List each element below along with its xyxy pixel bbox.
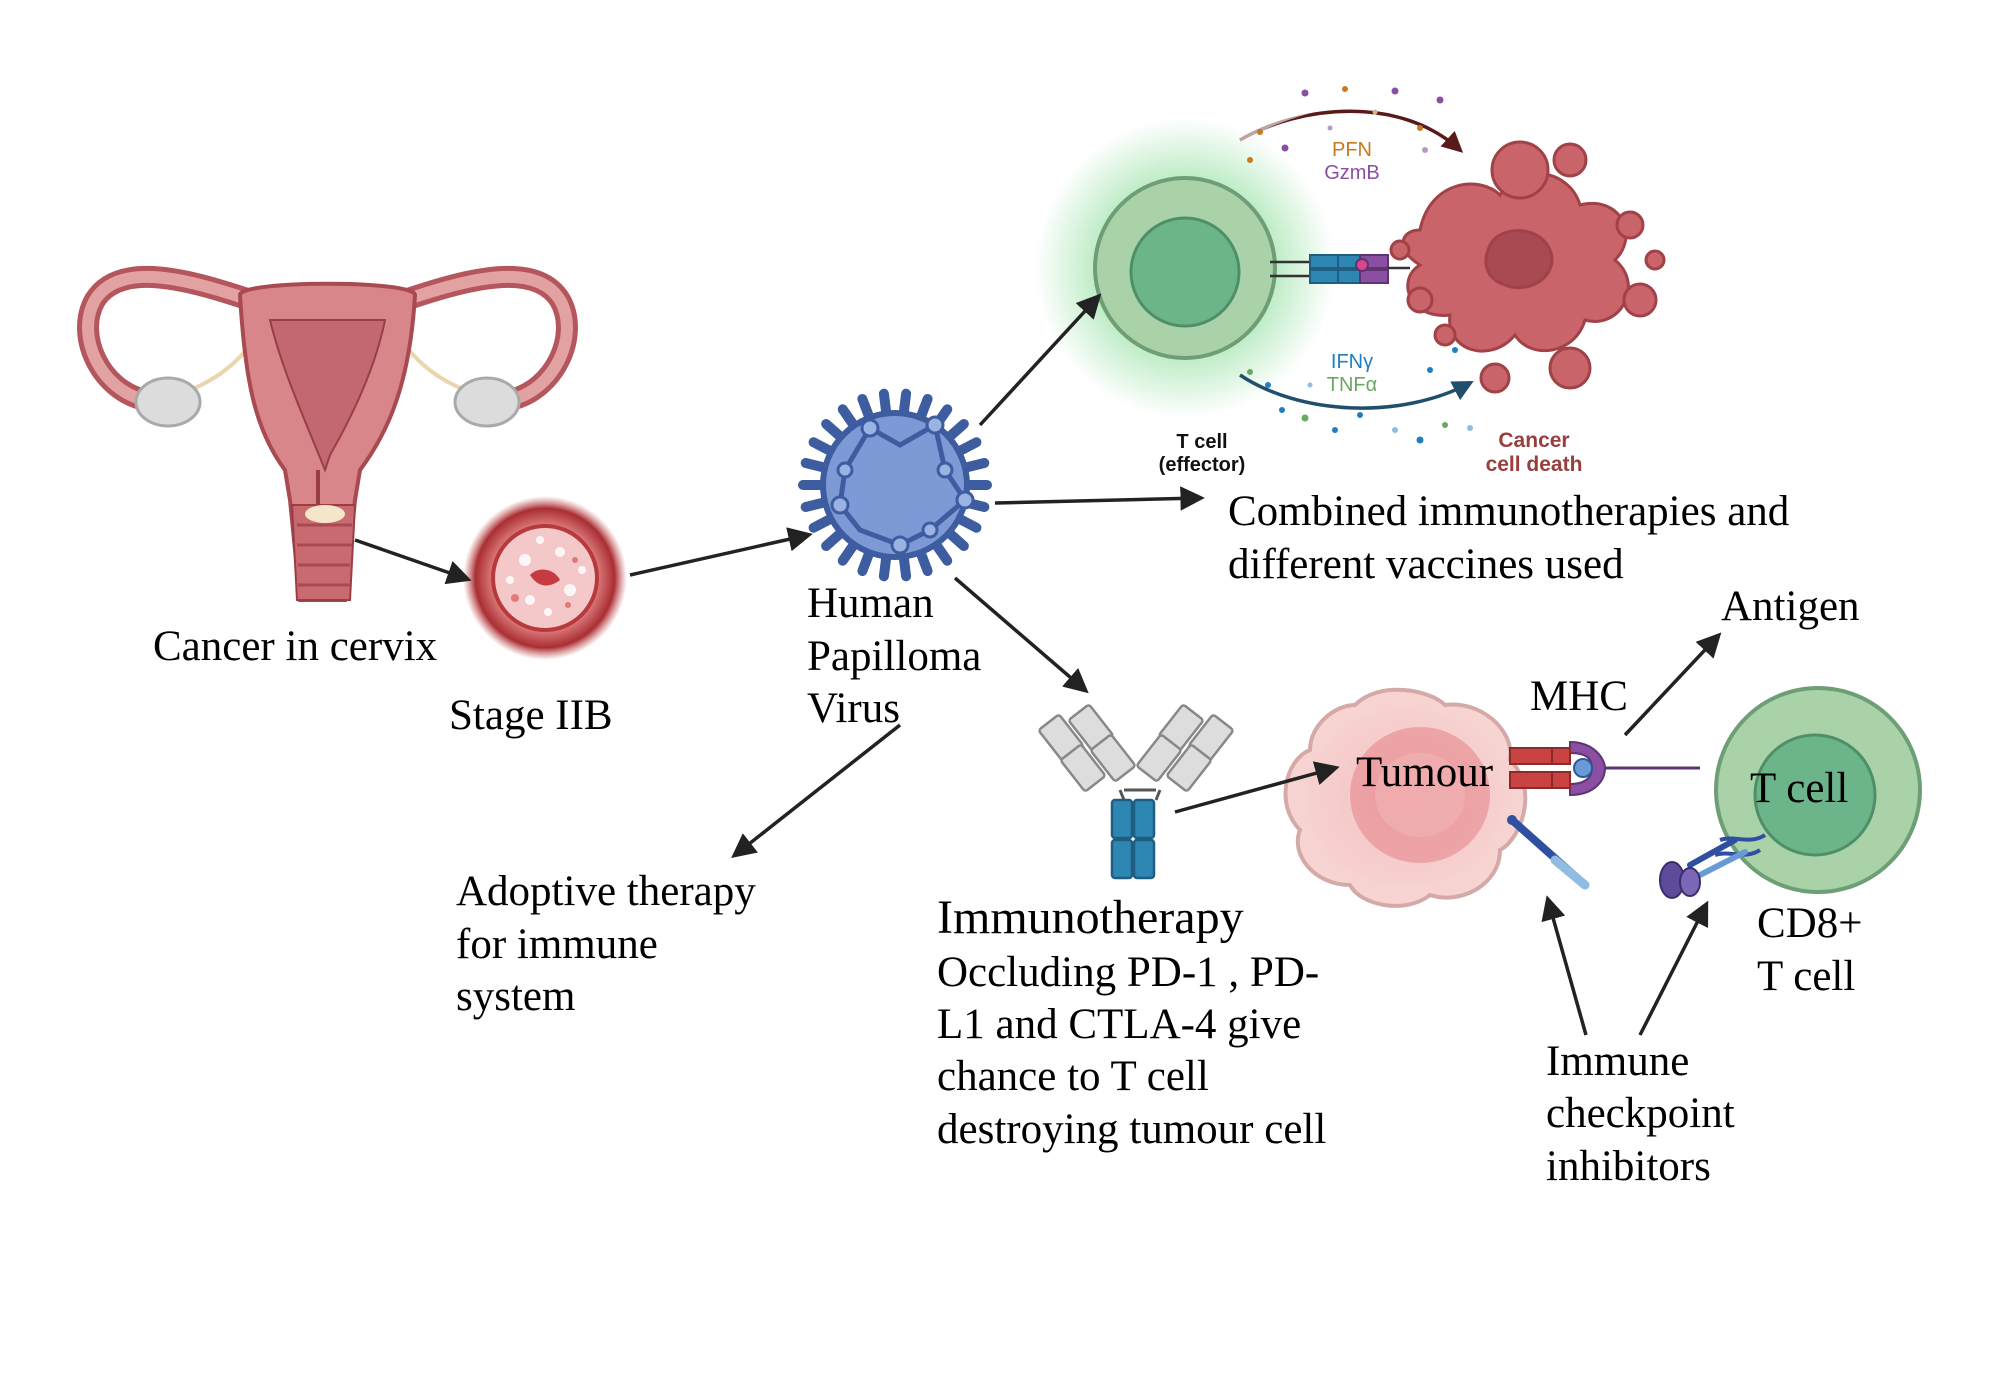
label-cancer-cell-death: Cancer cell death: [1486, 429, 1583, 476]
label-immunotherapy-line-4: destroying tumour cell: [937, 1106, 1326, 1153]
label-cancer-cell-death-line-2: cell death: [1486, 453, 1583, 476]
label-virus: Human Papilloma Virus: [807, 580, 981, 732]
effector-t-cell: [1035, 118, 1335, 418]
label-immunotherapy-line-2: L1 and CTLA-4 give: [937, 1001, 1301, 1048]
label-checkpoint-line-1: Immune: [1546, 1038, 1689, 1085]
label-virus-line-3: Virus: [807, 685, 900, 732]
label-cancer-cell-death-line-1: Cancer: [1498, 429, 1569, 452]
label-adoptive-line-3: system: [456, 973, 575, 1020]
label-virus-line-2: Papilloma: [807, 633, 981, 680]
label-combined-line-1: Combined immunotherapies and: [1228, 488, 1789, 535]
mhc-tcr-complex: [1509, 740, 1700, 797]
label-combined-line-2: different vaccines used: [1228, 541, 1624, 588]
label-adoptive-line-1: Adoptive therapy: [456, 868, 756, 915]
label-t-cell-effector-line-1: T cell: [1176, 431, 1227, 453]
uterus-illustration: [77, 265, 578, 602]
label-virus-line-1: Human: [807, 580, 934, 627]
granule-dots-top: [1247, 86, 1444, 163]
label-cd8-line-2: T cell: [1757, 953, 1855, 1000]
hpv-virus-illustration: [798, 388, 992, 582]
label-checkpoint-line-2: checkpoint: [1546, 1090, 1735, 1137]
label-immunotherapy-line-3: chance to T cell: [937, 1053, 1209, 1100]
flow-arrows: [354, 293, 1722, 1036]
label-adoptive-therapy: Adoptive therapy for immune system: [456, 868, 756, 1020]
label-tnfa: TNFα: [1327, 374, 1377, 396]
antibody-illustration: [1038, 704, 1234, 880]
checkpoint-inhibitor-left: [1507, 815, 1590, 890]
label-cancer-in-cervix: Cancer in cervix: [153, 623, 437, 670]
label-cd8-t-cell: CD8+ T cell: [1757, 900, 1862, 1000]
checkpoint-inhibitor-right: [1659, 833, 1767, 899]
label-adoptive-line-2: for immune: [456, 921, 658, 968]
label-pfn: PFN: [1332, 139, 1372, 161]
label-checkpoint-line-3: inhibitors: [1546, 1143, 1711, 1190]
label-immunotherapy-line-1: Occluding PD-1 , PD-: [937, 949, 1319, 996]
label-gzmb: GzmB: [1324, 162, 1380, 184]
cervical-lesion-illustration: [463, 496, 627, 660]
label-antigen: Antigen: [1721, 583, 1860, 630]
dying-cancer-cell: [1389, 140, 1666, 394]
label-t-cell-effector: T cell (effector): [1159, 431, 1246, 476]
label-checkpoint-inhibitors: Immune checkpoint inhibitors: [1546, 1038, 1735, 1190]
tumour-cell: [1283, 687, 1528, 908]
cd8-t-cell: [1714, 686, 1922, 894]
label-stage: Stage IIB: [449, 692, 613, 739]
label-cd8-line-1: CD8+: [1757, 900, 1862, 947]
cytokine-dots-bottom: [1247, 347, 1473, 444]
label-mhc: MHC: [1530, 673, 1628, 720]
label-immunotherapy-desc: Occluding PD-1 , PD- L1 and CTLA-4 give …: [937, 949, 1326, 1153]
tcr-receptor-complex: [1270, 254, 1410, 284]
label-immunotherapy-title: Immunotherapy: [937, 891, 1244, 944]
cytokine-release-arrow: [1239, 373, 1474, 410]
label-tumour: Tumour: [1356, 749, 1493, 796]
label-combined-therapies: Combined immunotherapies and different v…: [1228, 488, 1789, 588]
label-t-cell-effector-line-2: (effector): [1159, 454, 1246, 476]
label-ifng: IFNγ: [1331, 351, 1373, 373]
label-t-cell: T cell: [1750, 765, 1848, 812]
